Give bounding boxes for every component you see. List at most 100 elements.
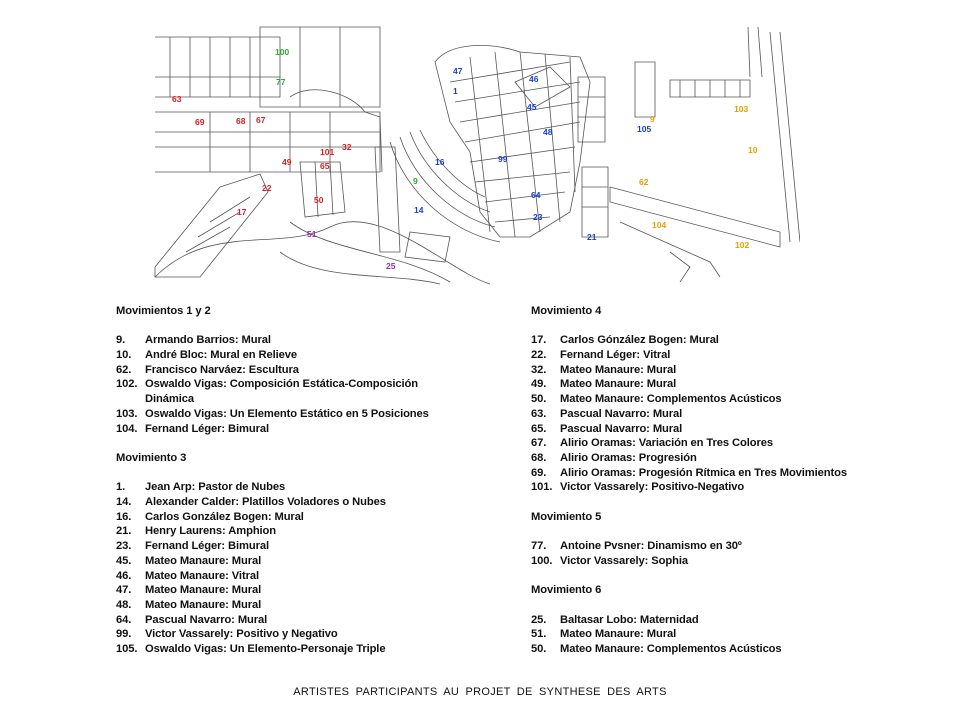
artwork-description: Jean Arp: Pastor de Nubes (145, 481, 286, 494)
artwork-description: Fernand Léger: Vitral (560, 349, 671, 362)
artwork-number: 48. (116, 598, 132, 611)
plan-label-103: 103 (734, 104, 748, 114)
artwork-entry: 67. Alirio Oramas: Variación en Tres Colo… (531, 436, 871, 451)
plan-label-48: 48 (543, 127, 553, 137)
plan-label-62: 62 (639, 177, 649, 187)
artwork-entry: 104.Fernand Léger: Bimural (116, 422, 516, 437)
section-title: Movimiento 5 (531, 510, 602, 523)
section-title: Movimiento 6 (531, 584, 602, 597)
artwork-number: 32. (531, 363, 547, 376)
artwork-number: 67. (531, 437, 547, 450)
plan-label-68: 68 (236, 116, 246, 126)
artwork-description: Mateo Manaure: Complementos Acústicos (560, 393, 782, 406)
artwork-description: Mateo Manaure: Mural (145, 554, 262, 567)
section-title: Movimiento 3 (116, 451, 187, 464)
artwork-entry: 69.Alirio Oramas: Progesión Rítmica en T… (531, 466, 871, 481)
artwork-description: Henry Laurens: Amphion (145, 525, 277, 538)
section-gap (531, 569, 871, 584)
artwork-description: Alirio Oramas: Progesión Rítmica en Tres… (560, 466, 847, 479)
plan-label-45: 45 (527, 102, 537, 112)
plan-label-102: 102 (735, 240, 749, 250)
artwork-description: Pascual Navarro: Mural (560, 407, 683, 420)
artwork-entry: 102.Oswaldo Vigas: Composición Estática-… (116, 377, 516, 406)
plan-label-17: 17 (237, 207, 247, 217)
artwork-entry: 65.Pascual Navarro: Mural (531, 422, 871, 437)
section-gap (116, 466, 516, 481)
plan-label-25: 25 (386, 261, 396, 271)
artwork-number: 47. (116, 584, 132, 597)
artwork-description: Francisco Narváez: Escultura (145, 363, 299, 376)
artwork-entry: 46.Mateo Manaure: Vitral (116, 569, 516, 584)
artwork-entry: 47. Mateo Manaure: Mural (116, 583, 516, 598)
artwork-entry: 62. Francisco Narváez: Escultura (116, 363, 516, 378)
artwork-description: Carlos González Bogen: Mural (145, 510, 304, 523)
plan-label-65: 65 (320, 161, 330, 171)
artwork-entry: 17. Carlos Gónzález Bogen: Mural (531, 333, 871, 348)
plan-label-47: 47 (453, 66, 463, 76)
artwork-number: 49. (531, 378, 547, 391)
artwork-entry: 101.Victor Vassarely: Positivo-Negativo (531, 480, 871, 495)
artwork-number: 77. (531, 540, 547, 553)
artwork-description: Alirio Oramas: Progresión (560, 452, 697, 464)
plan-label-63: 63 (172, 94, 182, 104)
artwork-number: 50. (531, 643, 547, 656)
artwork-entry: 50.Mateo Manaure: Complementos Acústicos (531, 392, 871, 407)
artwork-number: 25. (531, 613, 547, 626)
plan-label-104: 104 (652, 220, 666, 230)
plan-label-99: 99 (498, 154, 508, 164)
artwork-description: Mateo Manaure: Mural (145, 584, 262, 597)
artwork-entry: 1. Jean Arp: Pastor de Nubes (116, 480, 516, 495)
plan-label-9: 9 (650, 114, 655, 124)
artwork-number: 1. (116, 481, 126, 494)
plan-label-10: 10 (748, 145, 758, 155)
plan-label-46: 46 (529, 74, 539, 84)
plan-label-77: 77 (276, 77, 286, 87)
plan-label-16: 16 (435, 157, 445, 167)
artwork-number: 64. (116, 613, 132, 626)
artwork-entry: 32.Mateo Manaure: Mural (531, 363, 871, 378)
plan-label-51: 51 (307, 229, 317, 239)
artwork-description: Armando Barrios: Mural (145, 334, 271, 347)
artwork-entry: 50.Mateo Manaure: Complementos Acústicos (531, 642, 871, 657)
artwork-number: 17. (531, 334, 547, 347)
artwork-number: 68. (531, 452, 547, 464)
section-gap (116, 319, 516, 334)
plan-label-50: 50 (314, 195, 324, 205)
plan-label-101: 101 (320, 147, 334, 157)
artwork-number: 105. (116, 643, 138, 656)
artwork-entry: 68. Alirio Oramas: Progresión (531, 451, 871, 466)
plan-label-21: 21 (587, 232, 597, 242)
artwork-entry: 105.Oswaldo Vigas: Un Elemento-Personaje… (116, 642, 516, 657)
artwork-entry: 77. Antoine Pvsner: Dinamismo en 30º (531, 539, 871, 554)
artwork-number: 51. (531, 628, 547, 641)
artwork-description: Alirio Oramas: Variación en Tres Colores (560, 437, 773, 450)
artwork-entry: 21.Henry Laurens: Amphion (116, 524, 516, 539)
plan-label-100: 100 (275, 47, 289, 57)
artwork-number: 14. (116, 496, 132, 509)
artwork-number: 102. (116, 378, 138, 391)
artwork-entry: 22.Fernand Léger: Vitral (531, 348, 871, 363)
artwork-description: André Bloc: Mural en Relieve (145, 349, 298, 362)
plan-label-32: 32 (342, 142, 352, 152)
artwork-number: 103. (116, 407, 138, 420)
plan-label-105: 105 (637, 124, 651, 134)
artwork-entry: 45.Mateo Manaure: Mural (116, 554, 516, 569)
artwork-entry: 25.Baltasar Lobo: Maternidad (531, 613, 871, 628)
artwork-number: 62. (116, 363, 132, 376)
artwork-number: 9. (116, 334, 126, 347)
artwork-description: Victor Vassarely: Positivo y Negativo (145, 628, 338, 641)
plan-label-22: 22 (262, 183, 272, 193)
artwork-number: 104. (116, 422, 138, 435)
plan-label-64: 64 (531, 190, 541, 200)
artwork-description: Mateo Manaure: Mural (145, 598, 262, 611)
section-gap (531, 319, 871, 334)
artwork-description: Carlos Gónzález Bogen: Mural (560, 334, 719, 347)
artwork-description: Fernand Léger: Bimural (145, 540, 269, 553)
artwork-description: Antoine Pvsner: Dinamismo en 30º (560, 540, 742, 553)
section-gap (531, 495, 871, 510)
artwork-description: Mateo Manaure: Mural (560, 628, 677, 641)
